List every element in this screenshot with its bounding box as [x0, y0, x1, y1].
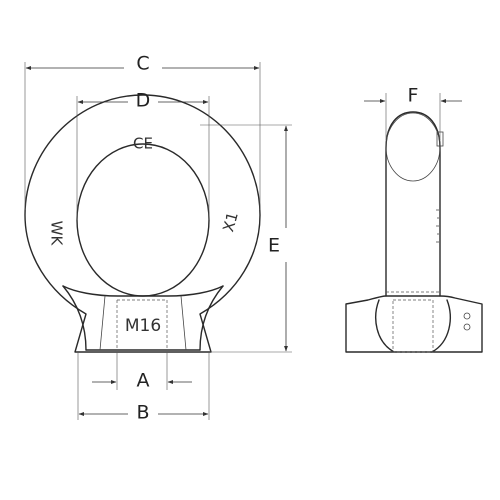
side-saddle-curve-right [431, 299, 451, 353]
side-base-block [345, 295, 483, 353]
side-base-dot-1 [463, 312, 471, 320]
side-view [345, 111, 483, 353]
side-stem-markings [436, 209, 439, 243]
dim-f-label: F [408, 85, 419, 107]
base-flat-left [99, 295, 106, 351]
dim-c-label: C [136, 53, 149, 75]
dimensions: C D E A B F [24, 53, 462, 424]
base-flat-right [180, 295, 187, 351]
side-saddle-curve [375, 299, 395, 353]
dim-a-label: A [137, 370, 150, 392]
side-stem-outline [385, 111, 441, 297]
dim-b-label: B [136, 402, 149, 424]
side-thread-bore [392, 299, 434, 353]
maker-marking: WK [48, 221, 66, 247]
side-base-dot-2 [463, 323, 471, 331]
thread-size-label: M16 [125, 316, 161, 336]
ring-outer-contour [24, 94, 261, 353]
dim-d-label: D [136, 90, 151, 112]
side-top-section [385, 112, 441, 182]
front-view: CE WK X1 M16 [24, 94, 261, 353]
factor-marking: X1 [219, 210, 242, 234]
base-right-horn [199, 285, 224, 351]
base-left-horn [62, 285, 87, 351]
dim-e-label: E [268, 235, 280, 257]
base-top-edge [62, 285, 224, 297]
ring-inner-eye [76, 143, 210, 297]
ce-marking: CE [133, 135, 153, 153]
